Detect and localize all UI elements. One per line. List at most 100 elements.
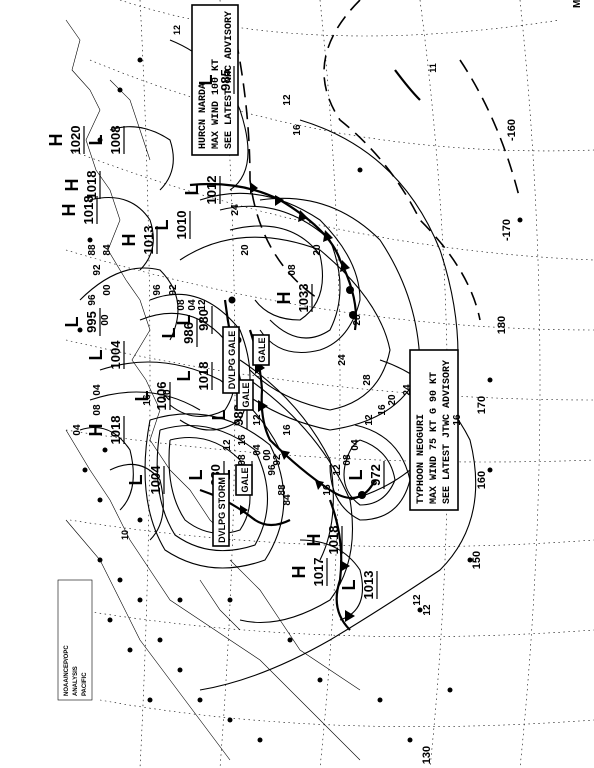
isobar-label: 04 [72, 424, 83, 436]
pressure-center-l-letter: L [86, 350, 106, 361]
dashed-isobars [235, 0, 521, 321]
hurricane-advisory-note: SEE LATEST NHC ADVISORY [224, 11, 235, 149]
isobar-label: 96 [267, 464, 278, 476]
pressure-center-value: 1020 [68, 126, 83, 155]
isobar-label: 96 [152, 284, 163, 296]
isobar-label: 28 [362, 374, 373, 386]
pressure-center-h-letter: H [59, 204, 79, 217]
hurricane-name: HURCN NARDA [198, 83, 209, 149]
longitude-label: 130 [421, 746, 433, 764]
warning-box [222, 326, 240, 394]
longitude-label: 180 [496, 316, 508, 334]
isobar-label: 92 [168, 284, 179, 296]
pressure-center-value: 986 [181, 322, 196, 344]
isobar-label: 84 [282, 494, 293, 506]
isobar-label: 08 [342, 454, 353, 466]
header-note-line1: NOAA/NCEP/OPC [64, 645, 70, 696]
isobar-label: 16 [452, 414, 463, 426]
isobar-label: 04 [187, 299, 198, 311]
pressure-center-l-letter: L [182, 185, 202, 196]
pressure-center-value: 1010 [174, 211, 189, 240]
isobar-label: 00 [102, 284, 113, 296]
pressure-center-value: 1018 [84, 171, 99, 200]
isobar-label: 04 [92, 384, 103, 396]
longitude-label: 150 [471, 551, 483, 569]
pressure-center-l-letter: L [132, 391, 152, 402]
hurricane-advisory-box [191, 4, 239, 156]
pressure-center-h-letter: H [119, 234, 139, 247]
isobar-label: 04 [252, 444, 263, 456]
warning-label: DVLPG GALE [227, 331, 237, 390]
isobar-label: 08 [287, 264, 298, 276]
pressure-center-value: 972 [368, 464, 383, 486]
isobar-label: 16 [282, 424, 293, 436]
pressure-center-h-letter: H [289, 566, 309, 579]
warning-label: GALE [241, 382, 251, 407]
isobar-label: 12 [197, 299, 208, 311]
pressure-center-value: 1006 [154, 382, 169, 411]
isobar-label: 16 [292, 124, 303, 136]
pressure-center-value: 1018 [326, 526, 341, 555]
warning-box [212, 473, 230, 547]
isobar-label: 88 [87, 244, 98, 256]
longitude-label: 160 [476, 471, 488, 489]
isobar-label: 20 [162, 389, 173, 401]
isobar-label: 20 [387, 394, 398, 406]
isobar-label: 00 [262, 449, 273, 461]
isobar-label: 12 [364, 414, 375, 426]
isobar-label: 96 [87, 294, 98, 306]
pressure-center-value: 1004 [148, 465, 163, 495]
front-symbols [228, 182, 366, 622]
pressure-center-l-letter: L [159, 328, 179, 339]
isobar-label: 16 [142, 394, 153, 406]
coastlines [65, 19, 361, 761]
isobar-label: 08 [176, 299, 187, 311]
pressure-center-l-letter: L [174, 315, 194, 326]
warning-label: GALE [240, 467, 250, 492]
header-note-line2: ANALYSIS [73, 666, 79, 696]
misc-label: 10 [120, 530, 130, 540]
isobar-label: 00 [100, 314, 111, 326]
isobar-label: 12 [282, 94, 293, 106]
typhoon-advisory-box [409, 349, 459, 511]
pressure-center-value: 1018 [81, 196, 96, 225]
isobar-label: 24 [230, 204, 241, 216]
pressure-center-value: 1013 [141, 226, 156, 255]
edge-label: MO [572, 0, 583, 8]
pressure-center-l-letter: L [186, 470, 206, 481]
isobar-label: 24 [337, 354, 348, 366]
isobar-label: 88 [277, 484, 288, 496]
pressure-center-h-letter: H [86, 424, 106, 437]
chart-margin [0, 0, 62, 768]
isobar-label: 16 [377, 404, 388, 416]
isobar-label: 24 [402, 384, 413, 396]
pressure-center-l-letter: L [339, 580, 359, 591]
pressure-center-l-letter: L [196, 75, 216, 86]
header-note-line3: PACIFIC [82, 672, 88, 696]
isobar-label: 16 [322, 484, 333, 496]
pressure-center-l-letter: L [152, 220, 172, 231]
warning-box [236, 379, 254, 411]
graticule [65, 0, 594, 768]
warning-label: DVLPG STORM [217, 477, 227, 543]
isobar-label: 08 [237, 454, 248, 466]
station-plots [77, 57, 523, 743]
isobar-label: 92 [92, 264, 103, 276]
pressure-center-value: 1017 [311, 558, 326, 587]
pressure-center-value: 1004 [108, 340, 123, 370]
pressure-center-l-letter: L [86, 135, 106, 146]
pressure-center-value: 1033 [296, 284, 311, 313]
longitude-label: 170 [476, 396, 488, 414]
misc-label: 11 [428, 63, 438, 73]
isobar-label: 12 [222, 439, 233, 451]
typhoon-wind: MAX WIND 75 KT G 90 KT [429, 372, 440, 504]
isobar-label: 92 [272, 454, 283, 466]
isobar-label: 12 [412, 594, 423, 606]
pressure-center-h-letter: H [274, 292, 294, 305]
pressure-center-h-letter: H [46, 134, 66, 147]
pressure-center-value: 985 [218, 69, 233, 91]
